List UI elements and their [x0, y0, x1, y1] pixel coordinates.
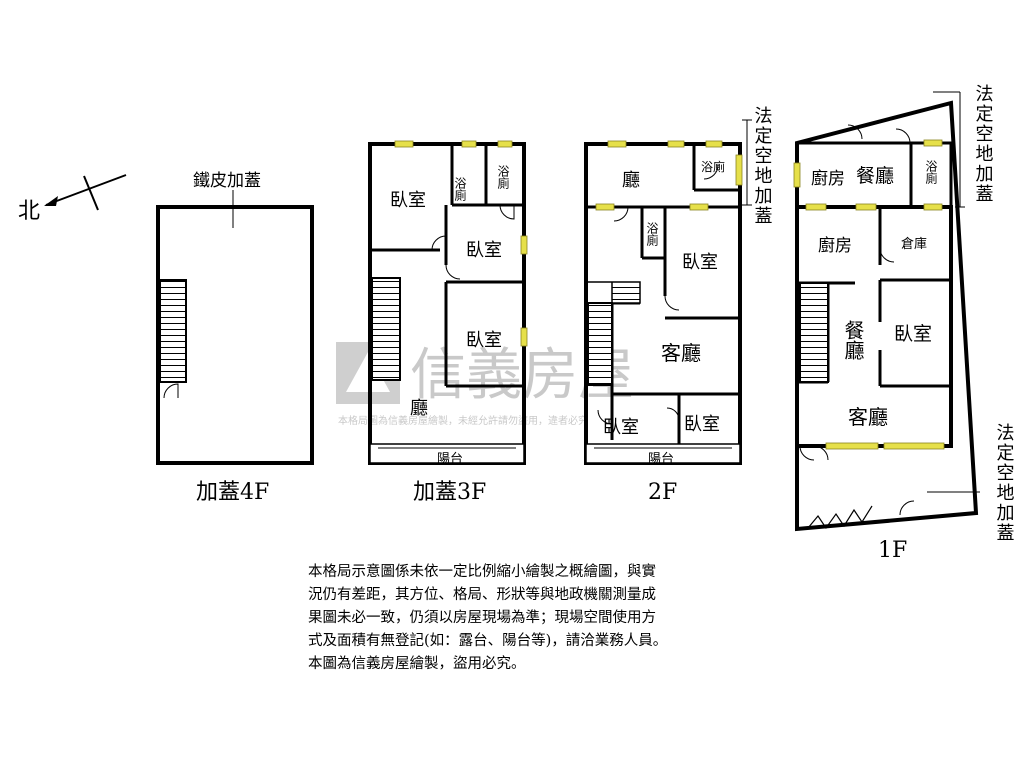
compass-arrowhead — [44, 196, 58, 206]
floor-3f-plan: 臥室 浴廁 浴廁 臥室 臥室 廳 陽台 加蓋3F — [368, 140, 528, 505]
disclaimer-line: 本圖為信義房屋繪製，盜用必究。 — [308, 656, 526, 672]
floor-3f-title: 加蓋3F — [413, 480, 486, 505]
compass-cross-tick — [83, 175, 99, 211]
door-swing — [847, 124, 863, 140]
floor-4f-stairs — [159, 279, 187, 383]
floor-2f-title: 2F — [648, 480, 677, 505]
floor-2f-living: 客廳 — [661, 341, 701, 365]
floor-3f-bath-a: 浴廁 — [453, 177, 467, 202]
floor-1f-annex-bottom-note: 法定空地加蓋 — [994, 423, 1015, 543]
door-swing — [899, 500, 915, 516]
floor-3f-bedroom-a: 臥室 — [390, 190, 426, 211]
floor-2f-bedroom-b: 臥室 — [603, 417, 639, 438]
door-swing — [703, 164, 719, 180]
floor-2f-bedroom-a: 臥室 — [682, 252, 718, 273]
floor-2f-windows — [595, 140, 743, 211]
floor-3f-stairs — [371, 277, 401, 381]
door-swing — [879, 247, 895, 263]
north-compass: 北 — [18, 174, 127, 224]
door-swing — [664, 295, 680, 311]
floor-2f-stairs — [587, 302, 613, 386]
floor-1f-kitchen-b: 廚房 — [818, 235, 852, 256]
floor-3f-bedroom-c: 臥室 — [466, 330, 502, 351]
floor-3f-bath-b: 浴廁 — [496, 165, 510, 190]
floor-1f-kitchen-a: 廚房 — [811, 168, 845, 189]
door-swing — [895, 128, 911, 144]
floor-4f-title: 加蓋4F — [196, 480, 269, 505]
floor-1f-stairs — [799, 282, 829, 383]
door-swing — [499, 204, 515, 220]
floor-1f-title: 1F — [878, 538, 907, 563]
floor-1f-storage: 倉庫 — [901, 237, 927, 252]
door-swing — [445, 264, 461, 280]
disclaimer-line: 本格局示意圖係未依一定比例縮小繪製之概繪圖，與實 — [308, 564, 656, 580]
floor-2f-balcony — [585, 443, 741, 464]
compass-arrow — [45, 174, 127, 206]
floor-2f-bedroom-c: 臥室 — [684, 414, 720, 435]
floor-4f-plan: 鐵皮加蓋 加蓋4F — [156, 171, 314, 505]
floor-1f-plan: 廚房 餐廳 浴廁 廚房 倉庫 餐廳 臥室 客廳 法定空地加蓋 法定空地加蓋 1F — [793, 84, 1015, 563]
floor-3f-balcony — [369, 443, 525, 464]
floor-1f-bedroom: 臥室 — [894, 323, 932, 345]
floor-2f-bath-a: 浴廁 — [701, 159, 725, 174]
floor-1f-bath: 浴廁 — [924, 160, 938, 185]
door-swing — [431, 235, 447, 251]
disclaimer-line: 式及面積有無登記(如：露台、陽台等)，請洽業務人員。 — [308, 633, 668, 649]
floor-4f-door-swing — [163, 383, 179, 399]
floor-1f-windows — [793, 139, 945, 450]
watermark-notice: 本格局圖為信義房屋繪製，未經允許請勿盜用，違者必究 — [338, 414, 588, 427]
floor-1f-dining-b: 餐廳 — [841, 320, 865, 360]
floor-1f-dining-a: 餐廳 — [856, 165, 894, 187]
floor-1f-annex-top-note: 法定空地加蓋 — [973, 84, 994, 204]
disclaimer-line: 況仍有差距，其方位、格局、形狀等與地政機關測量成 — [308, 587, 656, 603]
floor-2f-bath-b: 浴廁 — [645, 222, 659, 247]
north-label: 北 — [18, 199, 40, 224]
disclaimer-line: 果圖未必一致，仍須以房屋現場為準；現場空間使用方 — [308, 610, 656, 626]
door-swing — [813, 445, 829, 461]
floor-3f-balcony-label: 陽台 — [437, 452, 463, 467]
floor-3f-bedroom-b: 臥室 — [466, 240, 502, 261]
floor-3f-windows — [394, 140, 528, 347]
floor-1f-living: 客廳 — [848, 405, 888, 429]
door-swing — [613, 206, 629, 222]
floor-2f-annex-note: 法定空地加蓋 — [752, 106, 773, 226]
door-swing — [666, 407, 680, 421]
floor-2f-stairs-top — [588, 281, 641, 304]
floor-1f-rolling-door — [807, 505, 873, 530]
floor-2f-plan: 廳 浴廁 浴廁 臥室 客廳 臥室 臥室 陽台 法定空地加蓋 2F — [584, 106, 773, 505]
disclaimer-text: 本格局示意圖係未依一定比例縮小繪製之概繪圖，與實 況仍有差距，其方位、格局、形狀… — [308, 561, 808, 676]
floor-2f-balcony-label: 陽台 — [648, 452, 674, 467]
floor-2f-hall: 廳 — [622, 170, 640, 191]
floor-3f-hall: 廳 — [410, 398, 428, 419]
floor-4f-roof-note: 鐵皮加蓋 — [193, 171, 261, 191]
door-swing — [597, 409, 613, 425]
door-swing — [799, 445, 815, 461]
floor-4f-outline — [156, 205, 314, 465]
